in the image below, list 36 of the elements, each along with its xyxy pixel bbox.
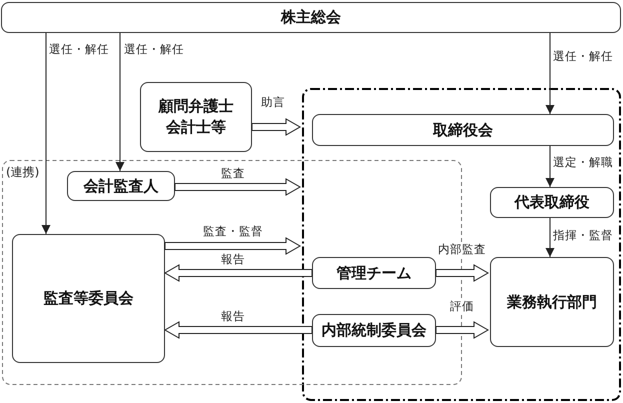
process-box: 内部統制委員会 (312, 314, 436, 347)
arrow (546, 146, 554, 188)
edge-label: 選定・解職 (552, 156, 614, 169)
edge-label: 評価 (449, 300, 475, 313)
arrow (116, 32, 124, 172)
process-box: 業務執行部門 (490, 257, 614, 347)
hollow-arrow (164, 264, 312, 282)
group-label: (連携) (6, 164, 40, 181)
edge-label: 選任・解任 (552, 50, 614, 63)
edge-label: 報告 (220, 310, 246, 323)
dash-dot-group-frame (302, 88, 621, 401)
hollow-arrow (164, 321, 312, 339)
edge-label: 監査・監督 (202, 225, 264, 238)
hollow-arrow (436, 264, 489, 282)
edge-label: 助言 (260, 96, 286, 109)
edge-label: 監査 (220, 167, 246, 180)
process-box: 顧問弁護士会計士等 (140, 82, 252, 152)
arrow (546, 218, 554, 258)
edge-label: 選任・解任 (123, 43, 185, 56)
process-box: 管理チーム (312, 257, 436, 289)
process-box: 会計監査人 (67, 171, 175, 201)
arrow (546, 32, 554, 114)
process-box: 監査等委員会 (12, 234, 165, 363)
edge-label: 報告 (220, 253, 246, 266)
hollow-arrow (252, 118, 301, 136)
dashed-group-frame (2, 160, 462, 385)
arrow (42, 32, 50, 234)
process-box: 代表取締役 (490, 187, 614, 218)
process-box: 株主総会 (1, 2, 621, 33)
hollow-arrow (436, 321, 489, 339)
edge-label: 内部監査 (437, 243, 487, 256)
hollow-arrow (174, 178, 301, 196)
process-box: 取締役会 (312, 114, 614, 146)
edge-label: 指揮・監督 (552, 229, 614, 242)
edge-label: 選任・解任 (48, 43, 110, 56)
hollow-arrow (164, 237, 301, 255)
